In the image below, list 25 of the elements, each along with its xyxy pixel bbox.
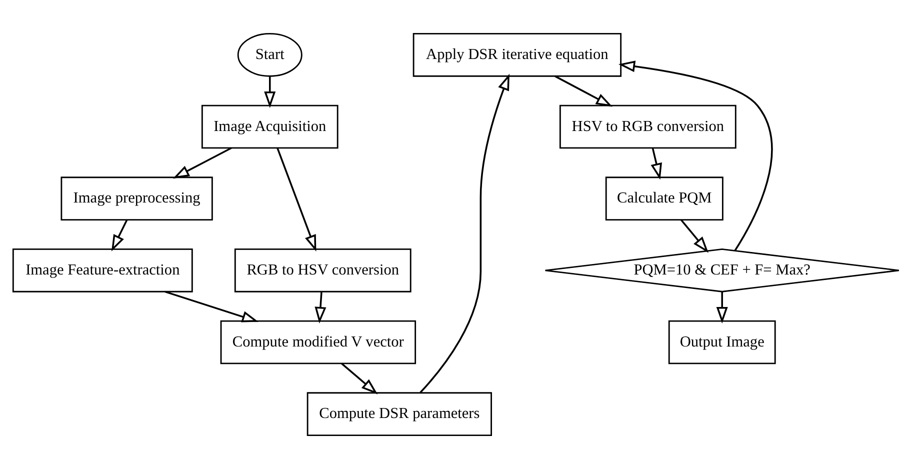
arrow bbox=[111, 219, 128, 252]
arrow bbox=[314, 292, 326, 324]
arrow bbox=[680, 219, 709, 253]
arrow bbox=[420, 74, 510, 394]
arrow bbox=[172, 147, 232, 179]
node-box: Image Feature-extraction bbox=[12, 248, 193, 292]
node-box: Image preprocessing bbox=[60, 176, 213, 220]
node-ellipse: Start bbox=[237, 33, 302, 77]
arrow bbox=[164, 290, 259, 322]
arrow bbox=[716, 292, 728, 324]
node-box: Calculate PQM bbox=[605, 176, 724, 220]
arrow bbox=[554, 75, 613, 107]
node-box: RGB to HSV conversion bbox=[234, 248, 412, 292]
node-box: Apply DSR iterative equation bbox=[412, 33, 622, 77]
node-box: Image Acquisition bbox=[201, 104, 338, 149]
arrow bbox=[341, 362, 378, 394]
node-box: HSV to RGB conversion bbox=[559, 104, 736, 149]
node-box: Compute DSR parameters bbox=[306, 392, 492, 436]
arrow bbox=[618, 60, 773, 252]
node-box: Compute modified V vector bbox=[220, 320, 416, 364]
arrow bbox=[264, 76, 276, 108]
node-box: Output Image bbox=[668, 320, 776, 364]
arrow bbox=[276, 148, 316, 252]
node-diamond: PQM=10 & CEF + F= Max? bbox=[544, 248, 900, 292]
arrow bbox=[650, 148, 662, 180]
